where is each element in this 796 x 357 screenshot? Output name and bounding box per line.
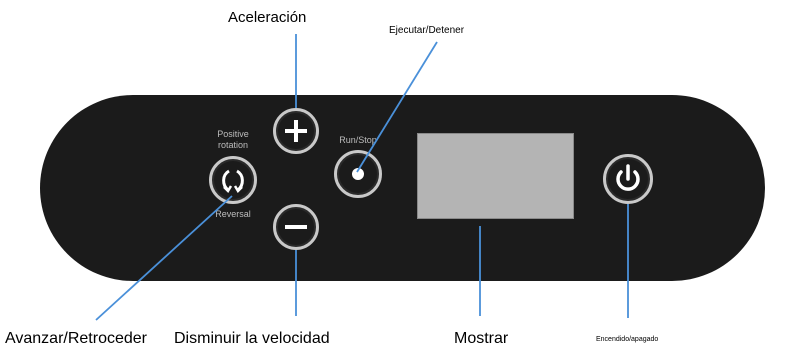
display-callout: Mostrar xyxy=(454,330,509,347)
increase-button[interactable] xyxy=(273,108,319,154)
decrease-button[interactable] xyxy=(273,204,319,250)
run-stop-panel-label: Run/Stop xyxy=(339,135,377,145)
power-callout: Encendido/apagado xyxy=(596,336,659,343)
minus-icon xyxy=(285,225,307,229)
display-screen xyxy=(417,133,574,219)
plus-icon xyxy=(285,120,307,142)
direction-button[interactable] xyxy=(209,156,257,204)
control-panel-body xyxy=(40,95,765,281)
power-icon xyxy=(616,164,640,191)
power-button[interactable] xyxy=(603,154,653,204)
dot-icon xyxy=(352,168,364,180)
positive-label: Positive xyxy=(217,129,249,139)
rotation-label: rotation xyxy=(217,140,249,150)
decrease-speed-callout: Disminuir la velocidad xyxy=(174,330,330,347)
acceleration-callout: Aceleración xyxy=(228,9,307,26)
reversal-label: Reversal xyxy=(215,209,251,219)
rotation-arrows-icon xyxy=(222,169,244,194)
forward-reverse-callout: Avanzar/Retroceder xyxy=(5,330,147,347)
run-stop-button[interactable] xyxy=(334,150,382,198)
run-stop-callout: Ejecutar/Detener xyxy=(389,25,465,36)
